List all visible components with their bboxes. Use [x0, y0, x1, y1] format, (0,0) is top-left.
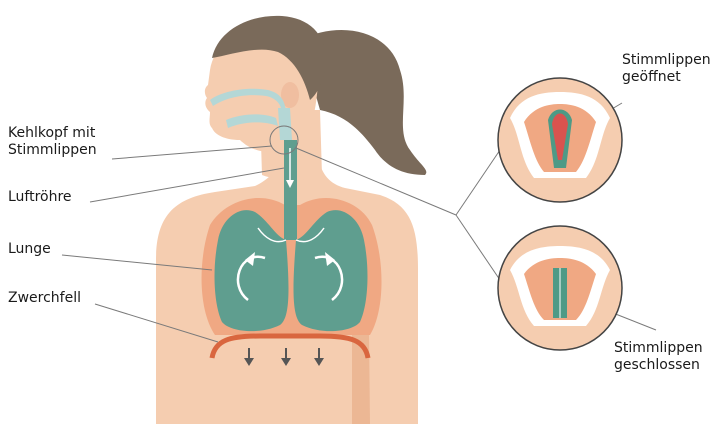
label-larynx: Kehlkopf mit Stimmlippen: [8, 125, 97, 159]
label-trachea: Luftröhre: [8, 189, 72, 206]
label-diaphragm: Zwerchfell: [8, 290, 81, 307]
label-vocal-closed: Stimmlippen geschlossen: [614, 340, 703, 374]
inset-open: [498, 78, 622, 202]
label-vocal-closed-line1: Stimmlippen: [614, 340, 703, 357]
inset-closed: [498, 226, 622, 350]
label-vocal-open: Stimmlippen geöffnet: [622, 52, 711, 86]
label-vocal-closed-line2: geschlossen: [614, 357, 703, 374]
label-larynx-line2: Stimmlippen: [8, 142, 97, 159]
label-vocal-open-line2: geöffnet: [622, 69, 711, 86]
label-larynx-line1: Kehlkopf mit: [8, 125, 97, 142]
label-lung: Lunge: [8, 241, 51, 258]
label-vocal-open-line1: Stimmlippen: [622, 52, 711, 69]
pharynx: [278, 108, 292, 140]
